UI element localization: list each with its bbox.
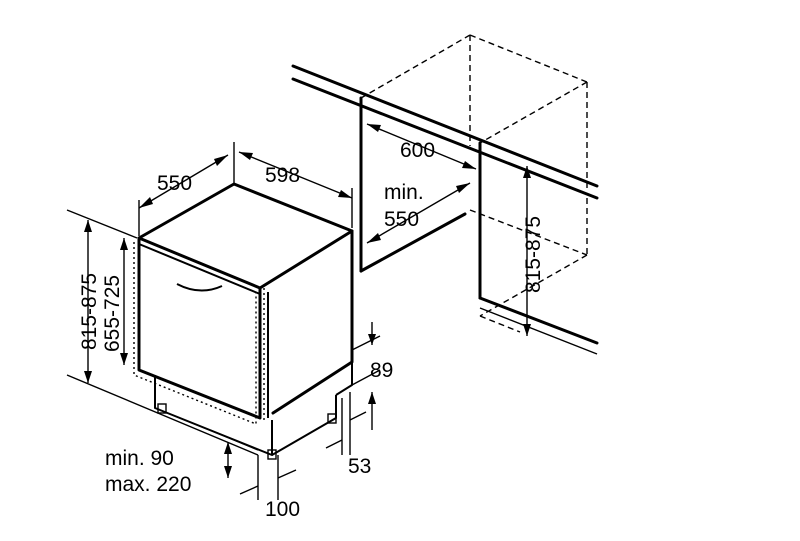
- label-plinth-min-90: min. 90: [105, 447, 174, 470]
- label-niche-depth-550: 550: [384, 208, 419, 231]
- label-niche-depth-min: min.: [384, 181, 424, 204]
- label-plinth-depth-100: 100: [265, 498, 300, 521]
- label-plinth-89: 89: [370, 359, 393, 382]
- countertop-niche: [291, 34, 599, 355]
- label-niche-width-600: 600: [400, 139, 435, 162]
- dimension-labels: 550 598 600 min. 550 815-875 815-875 655…: [78, 139, 545, 521]
- label-height-outer: 815-875: [78, 273, 101, 350]
- label-height-inner: 655-725: [101, 275, 124, 352]
- label-width-598: 598: [265, 164, 300, 187]
- dimension-lines: [66, 123, 531, 500]
- label-niche-height: 815-875: [522, 216, 545, 293]
- label-plinth-max-220: max. 220: [105, 473, 191, 496]
- label-depth-550: 550: [157, 172, 192, 195]
- dishwasher-body: [133, 182, 354, 460]
- label-plinth-53: 53: [348, 455, 371, 478]
